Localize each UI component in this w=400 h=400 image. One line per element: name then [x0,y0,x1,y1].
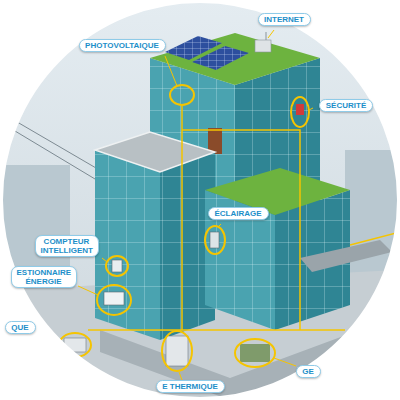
power-wire [182,130,300,330]
power-wire [181,106,183,330]
callout-label: QUE [5,321,36,334]
computer-screen [104,292,124,305]
label-text: E THERMIQUE [162,382,219,391]
callout-label: GE [296,365,321,378]
label-text: SÉCURITÉ [325,101,367,110]
solar-panel [192,46,249,70]
callout-label: E THERMIQUE [156,380,225,393]
window-grid [205,190,275,330]
highlight-ring [235,339,275,367]
power-cable [0,122,110,188]
leader-line [78,286,98,295]
label-text: ESTIONNAIRE ÉNERGIE [17,268,71,286]
heat-pump [64,338,86,352]
leader-line [179,372,182,380]
label-text: PHOTOVOLTAIQUE [85,41,160,50]
roof-terrace [95,132,215,172]
lamp [210,232,219,248]
callout-label: PHOTOVOLTAIQUE [79,39,166,52]
highlight-ring [106,256,128,276]
highlight-ring [170,85,194,105]
green-roof [150,33,320,85]
thermal-tank [166,336,188,366]
power-wire [88,329,345,331]
alarm-panel [296,104,304,115]
label-text: INTERNET [264,15,305,24]
highlight-ring [162,331,192,371]
glass-facade [205,190,275,330]
callout-label: INTERNET [258,13,311,26]
callout-label: ESTIONNAIRE ÉNERGIE [11,266,77,288]
leader-line [102,258,107,262]
car [240,344,270,362]
highlight-ring [205,226,225,254]
leader-line [218,224,221,227]
antenna [266,32,267,40]
road [0,360,120,400]
leader-line [309,108,313,110]
solar-panel-grid [192,46,249,70]
label-text: GE [302,367,315,376]
awning [300,240,392,272]
leader-line [268,30,274,38]
callout-label: ÉCLAIRAGE [208,207,269,220]
label-text: ÉCLAIRAGE [214,209,263,218]
leader-line [274,358,296,366]
smart-meter [112,260,122,272]
highlight-ring [291,97,309,127]
callout-label: SÉCURITÉ [319,99,373,112]
callout-label: COMPTEUR INTELLIGENT [35,235,99,257]
highlight-ring [97,285,131,315]
label-text: COMPTEUR INTELLIGENT [41,237,93,255]
leader-line [165,56,177,86]
internet-box [255,40,271,52]
glass-facade [95,150,160,340]
label-text: QUE [11,323,30,332]
window-grid [95,150,160,340]
